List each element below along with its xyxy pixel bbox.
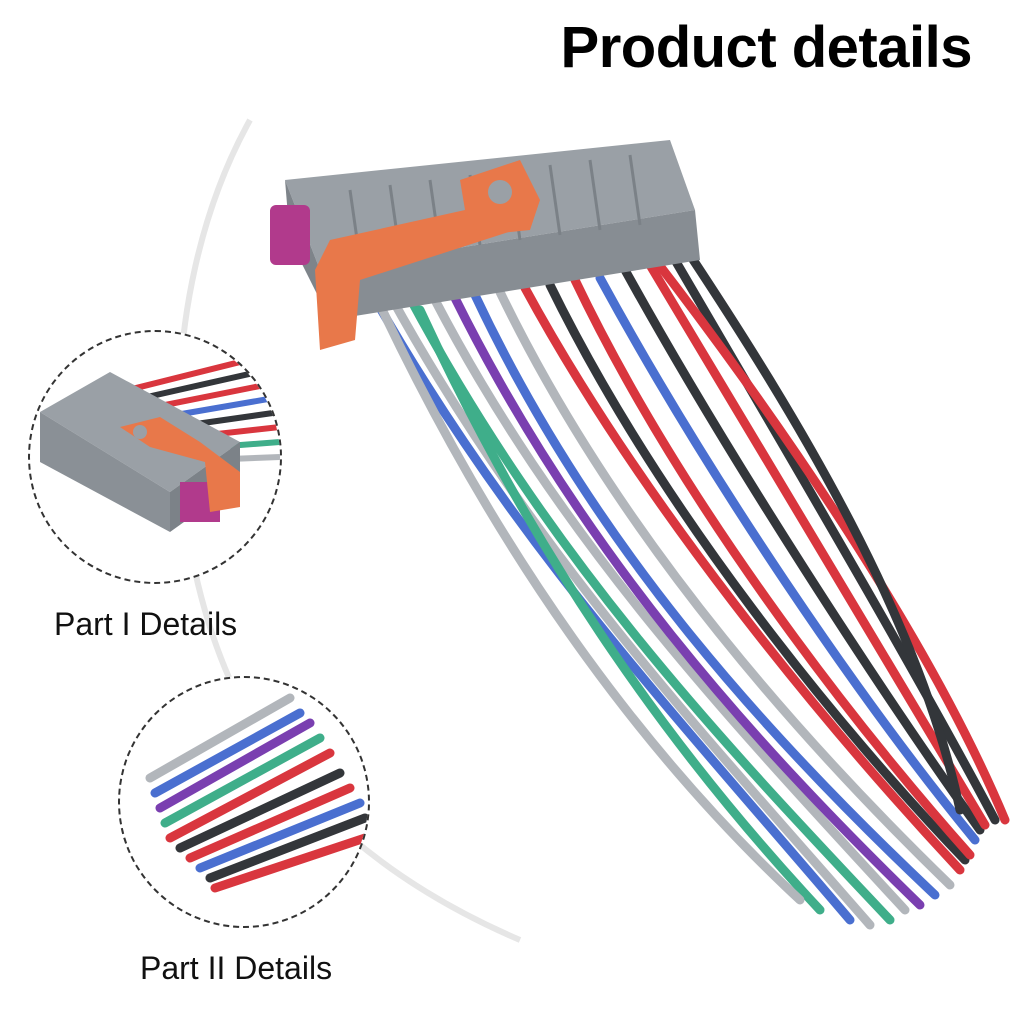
part-one-detail-image [28, 330, 282, 584]
harness-product-image [260, 120, 1020, 940]
part-one-caption: Part I Details [54, 606, 238, 642]
part-two-detail-image [118, 676, 370, 928]
page-title: Product details [560, 15, 973, 80]
part-two-caption: Part II Details [140, 950, 333, 986]
